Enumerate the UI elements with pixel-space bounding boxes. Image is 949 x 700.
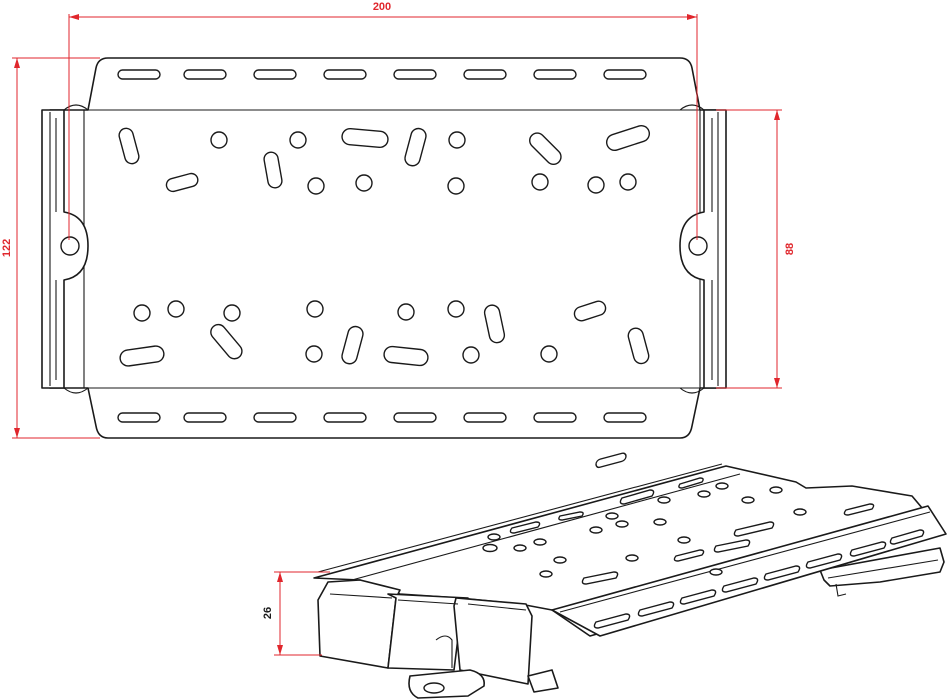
iso-surface-holes [482,477,875,585]
dimension-side-height: 26 [262,571,330,656]
dimension-side-height-label: 26 [262,607,274,619]
lower-hole-pattern [119,300,650,367]
dimension-width: 200 [68,1,698,240]
right-mount-hole [688,236,708,256]
isometric-view [313,452,947,699]
dimension-inner-height: 88 [716,109,796,389]
iso-plate-front-lip [551,505,947,637]
dimension-height-label: 122 [1,239,13,257]
top-slot-row [117,69,647,80]
dimension-inner-height-label: 88 [784,243,796,255]
plate-inner-border [83,110,701,388]
plate-outline [49,57,717,439]
dimension-width-label: 200 [373,1,391,13]
bottom-slot-row [117,412,647,423]
upper-hole-pattern [118,124,651,195]
dimension-height: 122 [1,57,100,439]
iso-front-slots [595,452,627,469]
iso-bracket-left [317,579,401,669]
top-view-plate [41,57,727,439]
iso-bracket-right [819,547,945,587]
iso-mount-hole [423,682,445,694]
left-mount-hole [60,236,80,256]
iso-mount-foot [408,669,486,699]
